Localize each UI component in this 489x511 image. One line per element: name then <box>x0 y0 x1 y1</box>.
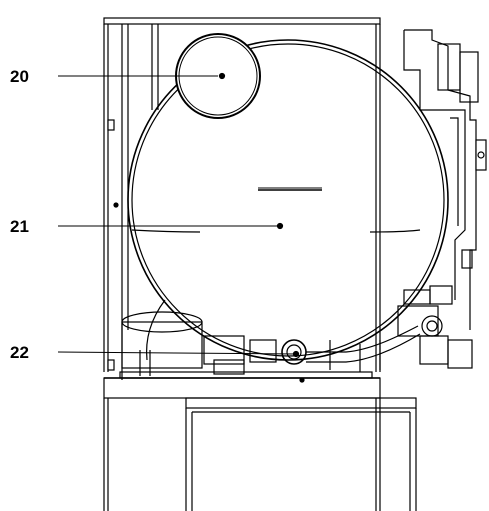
leader-22 <box>57 351 297 355</box>
casing <box>103 17 381 372</box>
callout-22: 22 <box>10 343 29 362</box>
fan-assembly <box>403 29 487 330</box>
base-plate <box>103 371 381 399</box>
leader-lines <box>57 75 297 355</box>
lower-components <box>121 285 473 383</box>
callout-20: 20 <box>10 67 29 86</box>
pedestal <box>103 397 417 511</box>
callout-21: 21 <box>10 217 29 236</box>
